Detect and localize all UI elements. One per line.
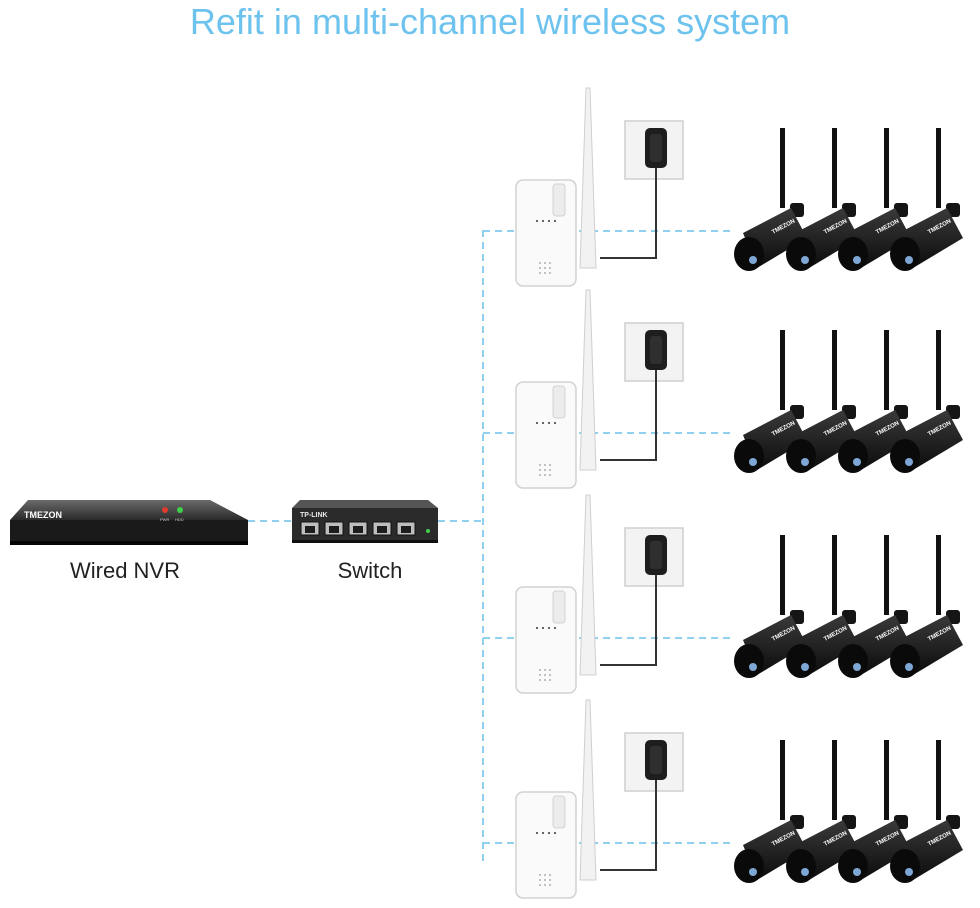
antenna-icon [936, 535, 941, 615]
antenna-icon [579, 699, 597, 881]
bullet-camera-icon: TMEZON [786, 128, 859, 271]
bullet-camera-icon: TMEZON [838, 128, 911, 271]
switch-brand: TP-LINK [300, 512, 328, 519]
bullet-camera-icon: TMEZON [890, 535, 963, 678]
antenna-icon [780, 535, 785, 615]
antenna-icon [936, 128, 941, 208]
antenna-icon [780, 740, 785, 820]
bullet-camera-icon: TMEZON [734, 128, 807, 271]
antenna-icon [579, 289, 597, 471]
bullet-camera-icon: TMEZON [734, 535, 807, 678]
repeater-icon [515, 179, 577, 287]
power-cable [600, 168, 657, 259]
bullet-camera-icon: TMEZON [838, 535, 911, 678]
antenna-icon [884, 740, 889, 820]
antenna-icon [884, 535, 889, 615]
nvr-brand: TMEZON [24, 510, 62, 520]
hdd-led-icon [177, 507, 183, 513]
antenna-icon [832, 330, 837, 410]
bullet-camera-icon: TMEZON [890, 740, 963, 883]
repeater-icon [515, 586, 577, 694]
network-links [248, 230, 484, 865]
nvr-led-hdd: HDD [175, 517, 184, 522]
antenna-icon [579, 87, 597, 269]
nvr-icon: TMEZON PWR HDD [10, 500, 248, 545]
bullet-camera-icon: TMEZON [890, 128, 963, 271]
antenna-icon [832, 740, 837, 820]
repeater-icon [515, 791, 577, 899]
antenna-icon [780, 128, 785, 208]
diagram-title: Refit in multi-channel wireless system [189, 1, 791, 42]
bullet-camera-icon: TMEZON [786, 330, 859, 473]
antenna-icon [884, 330, 889, 410]
antenna-icon [832, 535, 837, 615]
switch-ports [300, 521, 416, 536]
antenna-icon [780, 330, 785, 410]
pwr-led-icon [162, 507, 168, 513]
power-cable [600, 780, 657, 871]
bullet-camera-icon: TMEZON [890, 330, 963, 473]
bullet-camera-icon: TMEZON [786, 740, 859, 883]
bullet-camera-icon: TMEZON [838, 330, 911, 473]
bullet-camera-icon: TMEZON [734, 330, 807, 473]
antenna-icon [936, 740, 941, 820]
power-cable [600, 575, 657, 666]
antenna-icon [579, 494, 597, 676]
antenna-icon [832, 128, 837, 208]
bullet-camera-icon: TMEZON [838, 740, 911, 883]
antenna-icon [884, 128, 889, 208]
bullet-camera-icon: TMEZON [786, 535, 859, 678]
switch-icon: TP-LINK [292, 500, 438, 543]
antenna-icon [936, 330, 941, 410]
switch-label: Switch [337, 558, 403, 583]
power-cable [600, 370, 657, 461]
bullet-camera-icon: TMEZON [734, 740, 807, 883]
nvr-led-pwr: PWR [160, 517, 169, 522]
repeater-icon [515, 381, 577, 489]
nvr-label: Wired NVR [69, 558, 180, 583]
